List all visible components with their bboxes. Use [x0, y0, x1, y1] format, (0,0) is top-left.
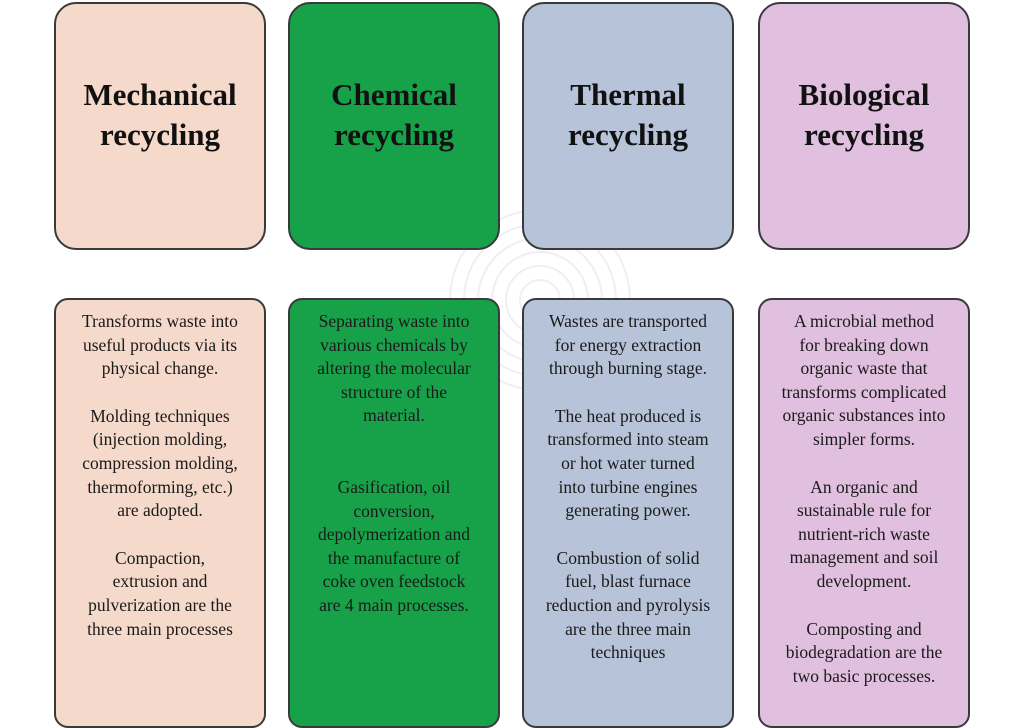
description-paragraph: Composting and biodegradation are the tw… [785, 618, 943, 686]
description-paragraph: Wastes are transported for energy extrac… [549, 311, 707, 379]
description-paragraph: Molding techniques (injection molding, c… [82, 405, 238, 521]
body-card-thermal: Wastes are transported for energy extrac… [522, 298, 734, 728]
title-mechanical-recycling: Mechanical recycling [83, 77, 237, 152]
description-paragraph: Transforms waste into useful products vi… [82, 311, 238, 379]
header-card-biological: Biological recycling [758, 2, 970, 250]
description-paragraph: Compaction, extrusion and pulverization … [87, 547, 233, 639]
description-paragraph: The heat produced is transformed into st… [547, 405, 709, 521]
description-paragraph: Separating waste into various chemicals … [317, 311, 471, 426]
description-paragraph: Gasification, oil conversion, depolymeri… [317, 476, 471, 615]
title-chemical-recycling: Chemical recycling [331, 77, 457, 152]
description-paragraph: A microbial method for breaking down org… [781, 311, 947, 449]
description-paragraph: An organic and sustainable rule for nutr… [789, 476, 939, 591]
header-card-chemical: Chemical recycling [288, 2, 500, 250]
description-paragraph: Combustion of solid fuel, blast furnace … [545, 547, 711, 663]
title-thermal-recycling: Thermal recycling [568, 77, 688, 152]
body-card-mechanical: Transforms waste into useful products vi… [54, 298, 266, 728]
title-biological-recycling: Biological recycling [798, 77, 930, 152]
body-card-biological: A microbial method for breaking down org… [758, 298, 970, 728]
body-card-chemical: Separating waste into various chemicals … [288, 298, 500, 728]
header-card-mechanical: Mechanical recycling [54, 2, 266, 250]
header-card-thermal: Thermal recycling [522, 2, 734, 250]
